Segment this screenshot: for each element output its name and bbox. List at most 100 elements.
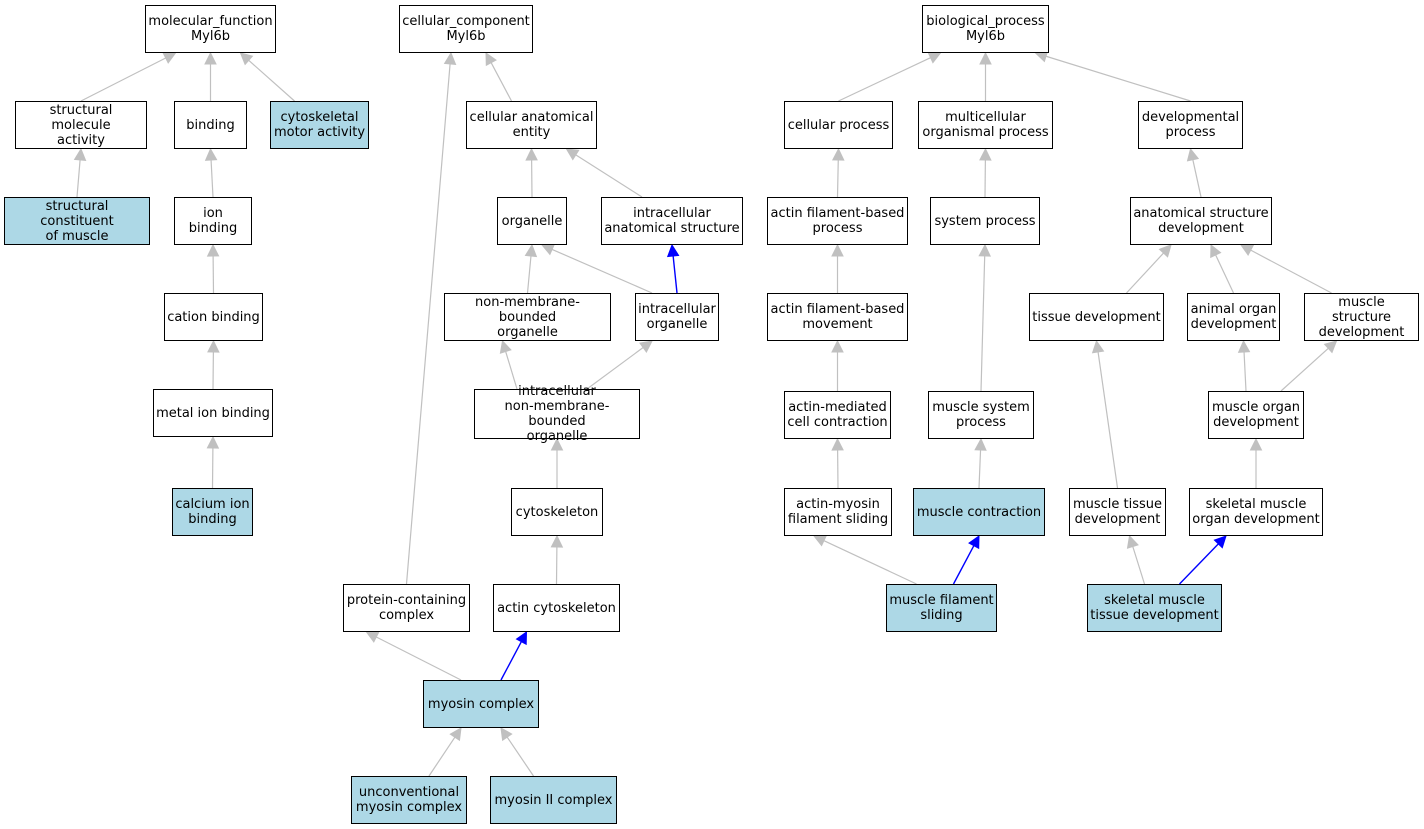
node-actin-myosin-filament-sliding[interactable]: actin-myosin filament sliding xyxy=(784,488,892,536)
edge-arrowhead-myosin_complex-to-actin_cyto xyxy=(515,631,528,646)
edge-arrowhead-multicell-to-bp_root xyxy=(979,51,992,65)
edge-arrowhead-skel_tissue-to-skel_organ xyxy=(1213,535,1227,549)
node-tissue-development[interactable]: tissue development xyxy=(1029,293,1164,341)
edge-line-actin_fil_proc-to-cell_process xyxy=(836,159,839,198)
node-muscle-contraction[interactable]: muscle contraction xyxy=(913,488,1045,536)
edge-line-muscle_fil-to-muscle_contr xyxy=(952,545,975,585)
node-intracellular-organelle[interactable]: intracellular organelle xyxy=(635,293,719,341)
edge-line-muscle_struct-to-anat_dev xyxy=(1250,249,1332,294)
node-skeletal-muscle-organ-development[interactable]: skeletal muscle organ development xyxy=(1189,488,1323,536)
edge-line-struct_const-to-struct_mol xyxy=(76,159,81,198)
edge-arrowhead-actin_fil_move-to-actin_fil_proc xyxy=(831,243,844,257)
node-ion-binding[interactable]: ion binding xyxy=(174,197,252,245)
node-binding[interactable]: binding xyxy=(174,101,247,149)
node-molecular-function-root[interactable]: molecular_function Myl6b xyxy=(145,5,276,53)
node-muscle-filament-sliding[interactable]: muscle filament sliding xyxy=(886,584,997,632)
edge-arrowhead-intra_anat-to-cell_anat xyxy=(565,148,580,161)
node-muscle-tissue-development[interactable]: muscle tissue development xyxy=(1069,488,1166,536)
node-cation-binding[interactable]: cation binding xyxy=(164,293,263,341)
node-anatomical-structure-development[interactable]: anatomical structure development xyxy=(1130,197,1272,245)
edge-line-anat_dev-to-dev_process xyxy=(1192,159,1202,198)
node-actin-cytoskeleton[interactable]: actin cytoskeleton xyxy=(493,584,620,632)
edge-line-cyto_motor-to-mf_root xyxy=(248,59,295,102)
node-actin-filament-based-process[interactable]: actin filament-based process xyxy=(767,197,908,245)
edge-arrowhead-intra_org-to-intra_anat xyxy=(666,243,680,258)
node-metal-ion-binding[interactable]: metal ion binding xyxy=(153,389,273,437)
edge-arrowhead-unconv_myosin-to-myosin_complex xyxy=(449,727,462,742)
edge-arrowhead-muscle_sys-to-system_proc xyxy=(978,243,991,257)
node-cytoskeleton[interactable]: cytoskeleton xyxy=(511,488,603,536)
edge-line-skel_tissue-to-skel_organ xyxy=(1178,543,1219,585)
edge-line-animal_organ-to-anat_dev xyxy=(1215,254,1235,294)
edge-arrowhead-muscle_fil-to-actin_myosin xyxy=(812,535,828,547)
node-actin-filament-based-movement[interactable]: actin filament-based movement xyxy=(767,293,908,341)
edge-line-protein_complex-to-cc_root xyxy=(405,63,451,585)
edge-line-cell_process-to-bp_root xyxy=(838,57,931,102)
node-muscle-structure-development[interactable]: muscle structure development xyxy=(1304,293,1419,341)
edge-line-myosin_complex-to-actin_cyto xyxy=(500,641,522,681)
edge-line-intra_org-to-organelle xyxy=(551,248,653,294)
edge-line-dev_process-to-bp_root xyxy=(1045,55,1191,102)
node-cellular-component-root[interactable]: cellular_component Myl6b xyxy=(399,5,533,53)
edge-arrowhead-myosin_ii-to-myosin_complex xyxy=(500,727,513,742)
node-muscle-system-process[interactable]: muscle system process xyxy=(928,391,1034,439)
node-skeletal-muscle-tissue-development[interactable]: skeletal muscle tissue development xyxy=(1087,584,1222,632)
edge-arrowhead-actin_myosin-to-actin_med xyxy=(831,437,844,451)
edge-arrowhead-animal_organ-to-anat_dev xyxy=(1210,243,1222,259)
node-multicellular-organismal-process[interactable]: multicellular organismal process xyxy=(918,101,1053,149)
node-structural-constituent-of-muscle[interactable]: structural constituent of muscle xyxy=(4,197,150,245)
edge-line-struct_mol-to-mf_root xyxy=(80,57,166,102)
edge-line-muscle_fil-to-actin_myosin xyxy=(823,540,917,585)
node-calcium-ion-binding[interactable]: calcium ion binding xyxy=(172,488,253,536)
node-biological-process-root[interactable]: biological_process Myl6b xyxy=(922,5,1049,53)
node-intracellular-anatomical-structure[interactable]: intracellular anatomical structure xyxy=(601,197,743,245)
edge-arrowhead-intra_org-to-organelle xyxy=(540,243,556,256)
edge-arrowhead-cytoskeleton-to-intra_nonmem xyxy=(550,437,564,451)
edge-arrowhead-cell_process-to-bp_root xyxy=(927,52,942,64)
edge-arrowhead-muscle_struct-to-anat_dev xyxy=(1240,244,1255,256)
edge-line-cell_anat-to-cc_root xyxy=(490,62,513,102)
edge-line-muscle_organ-to-animal_organ xyxy=(1243,351,1247,392)
node-cellular-anatomical-entity[interactable]: cellular anatomical entity xyxy=(466,101,597,149)
node-non-membrane-bounded-organelle[interactable]: non-membrane-bounded organelle xyxy=(444,293,611,341)
edge-arrowhead-actin_med-to-actin_fil_move xyxy=(831,339,844,353)
edge-line-intra_nonmem-to-intra_org xyxy=(586,347,644,390)
edge-line-muscle_contr-to-muscle_sys xyxy=(978,449,982,489)
edge-arrowhead-myosin_complex-to-protein_complex xyxy=(365,631,380,643)
edge-arrowhead-muscle_tissue-to-tissue_dev xyxy=(1091,339,1105,354)
node-developmental-process[interactable]: developmental process xyxy=(1138,101,1243,149)
edge-line-skel_tissue-to-muscle_tissue xyxy=(1132,546,1146,585)
edge-arrowhead-cyto_motor-to-mf_root xyxy=(239,52,254,66)
node-muscle-organ-development[interactable]: muscle organ development xyxy=(1208,391,1304,439)
edge-arrowhead-organelle-to-cell_anat xyxy=(525,147,538,161)
node-protein-containing-complex[interactable]: protein-containing complex xyxy=(343,584,470,632)
edge-arrowhead-system_proc-to-multicell xyxy=(979,147,992,161)
node-structural-molecule-activity[interactable]: structural molecule activity xyxy=(15,101,147,149)
edge-line-ion_binding-to-binding xyxy=(210,159,214,198)
node-myosin-ii-complex[interactable]: myosin II complex xyxy=(490,776,617,824)
edge-line-intra_nonmem-to-nonmem_org xyxy=(505,351,518,390)
edge-arrowhead-nonmem_org-to-organelle xyxy=(524,243,538,258)
edge-arrowhead-skel_tissue-to-muscle_tissue xyxy=(1126,534,1139,549)
edge-arrowhead-muscle_contr-to-muscle_sys xyxy=(974,437,987,451)
node-cytoskeletal-motor-activity[interactable]: cytoskeletal motor activity xyxy=(270,101,369,149)
edge-line-muscle_tissue-to-tissue_dev xyxy=(1097,351,1119,489)
edge-arrowhead-intra_nonmem-to-nonmem_org xyxy=(499,339,512,354)
edge-arrowhead-muscle_organ-to-animal_organ xyxy=(1237,339,1251,353)
node-animal-organ-development[interactable]: animal organ development xyxy=(1187,293,1280,341)
edge-arrowhead-anat_dev-to-dev_process xyxy=(1186,147,1200,162)
edge-arrowhead-metal_ion-to-cation_binding xyxy=(207,339,220,353)
node-myosin-complex[interactable]: myosin complex xyxy=(423,680,539,728)
edge-line-muscle_sys-to-system_proc xyxy=(980,255,986,392)
node-cellular-process[interactable]: cellular process xyxy=(784,101,893,149)
node-unconventional-myosin-complex[interactable]: unconventional myosin complex xyxy=(351,776,467,824)
node-intracellular-non-membrane-bounded-organelle[interactable]: intracellular non-membrane-bounded organ… xyxy=(474,384,640,444)
edge-line-nonmem_org-to-organelle xyxy=(526,255,532,294)
edge-arrowhead-cell_anat-to-cc_root xyxy=(485,52,497,67)
node-system-process[interactable]: system process xyxy=(930,197,1040,245)
edge-line-myosin_complex-to-protein_complex xyxy=(376,636,462,681)
node-actin-mediated-cell-contraction[interactable]: actin-mediated cell contraction xyxy=(784,391,891,439)
edge-line-myosin_ii-to-myosin_complex xyxy=(506,736,534,777)
node-organelle[interactable]: organelle xyxy=(497,197,567,245)
